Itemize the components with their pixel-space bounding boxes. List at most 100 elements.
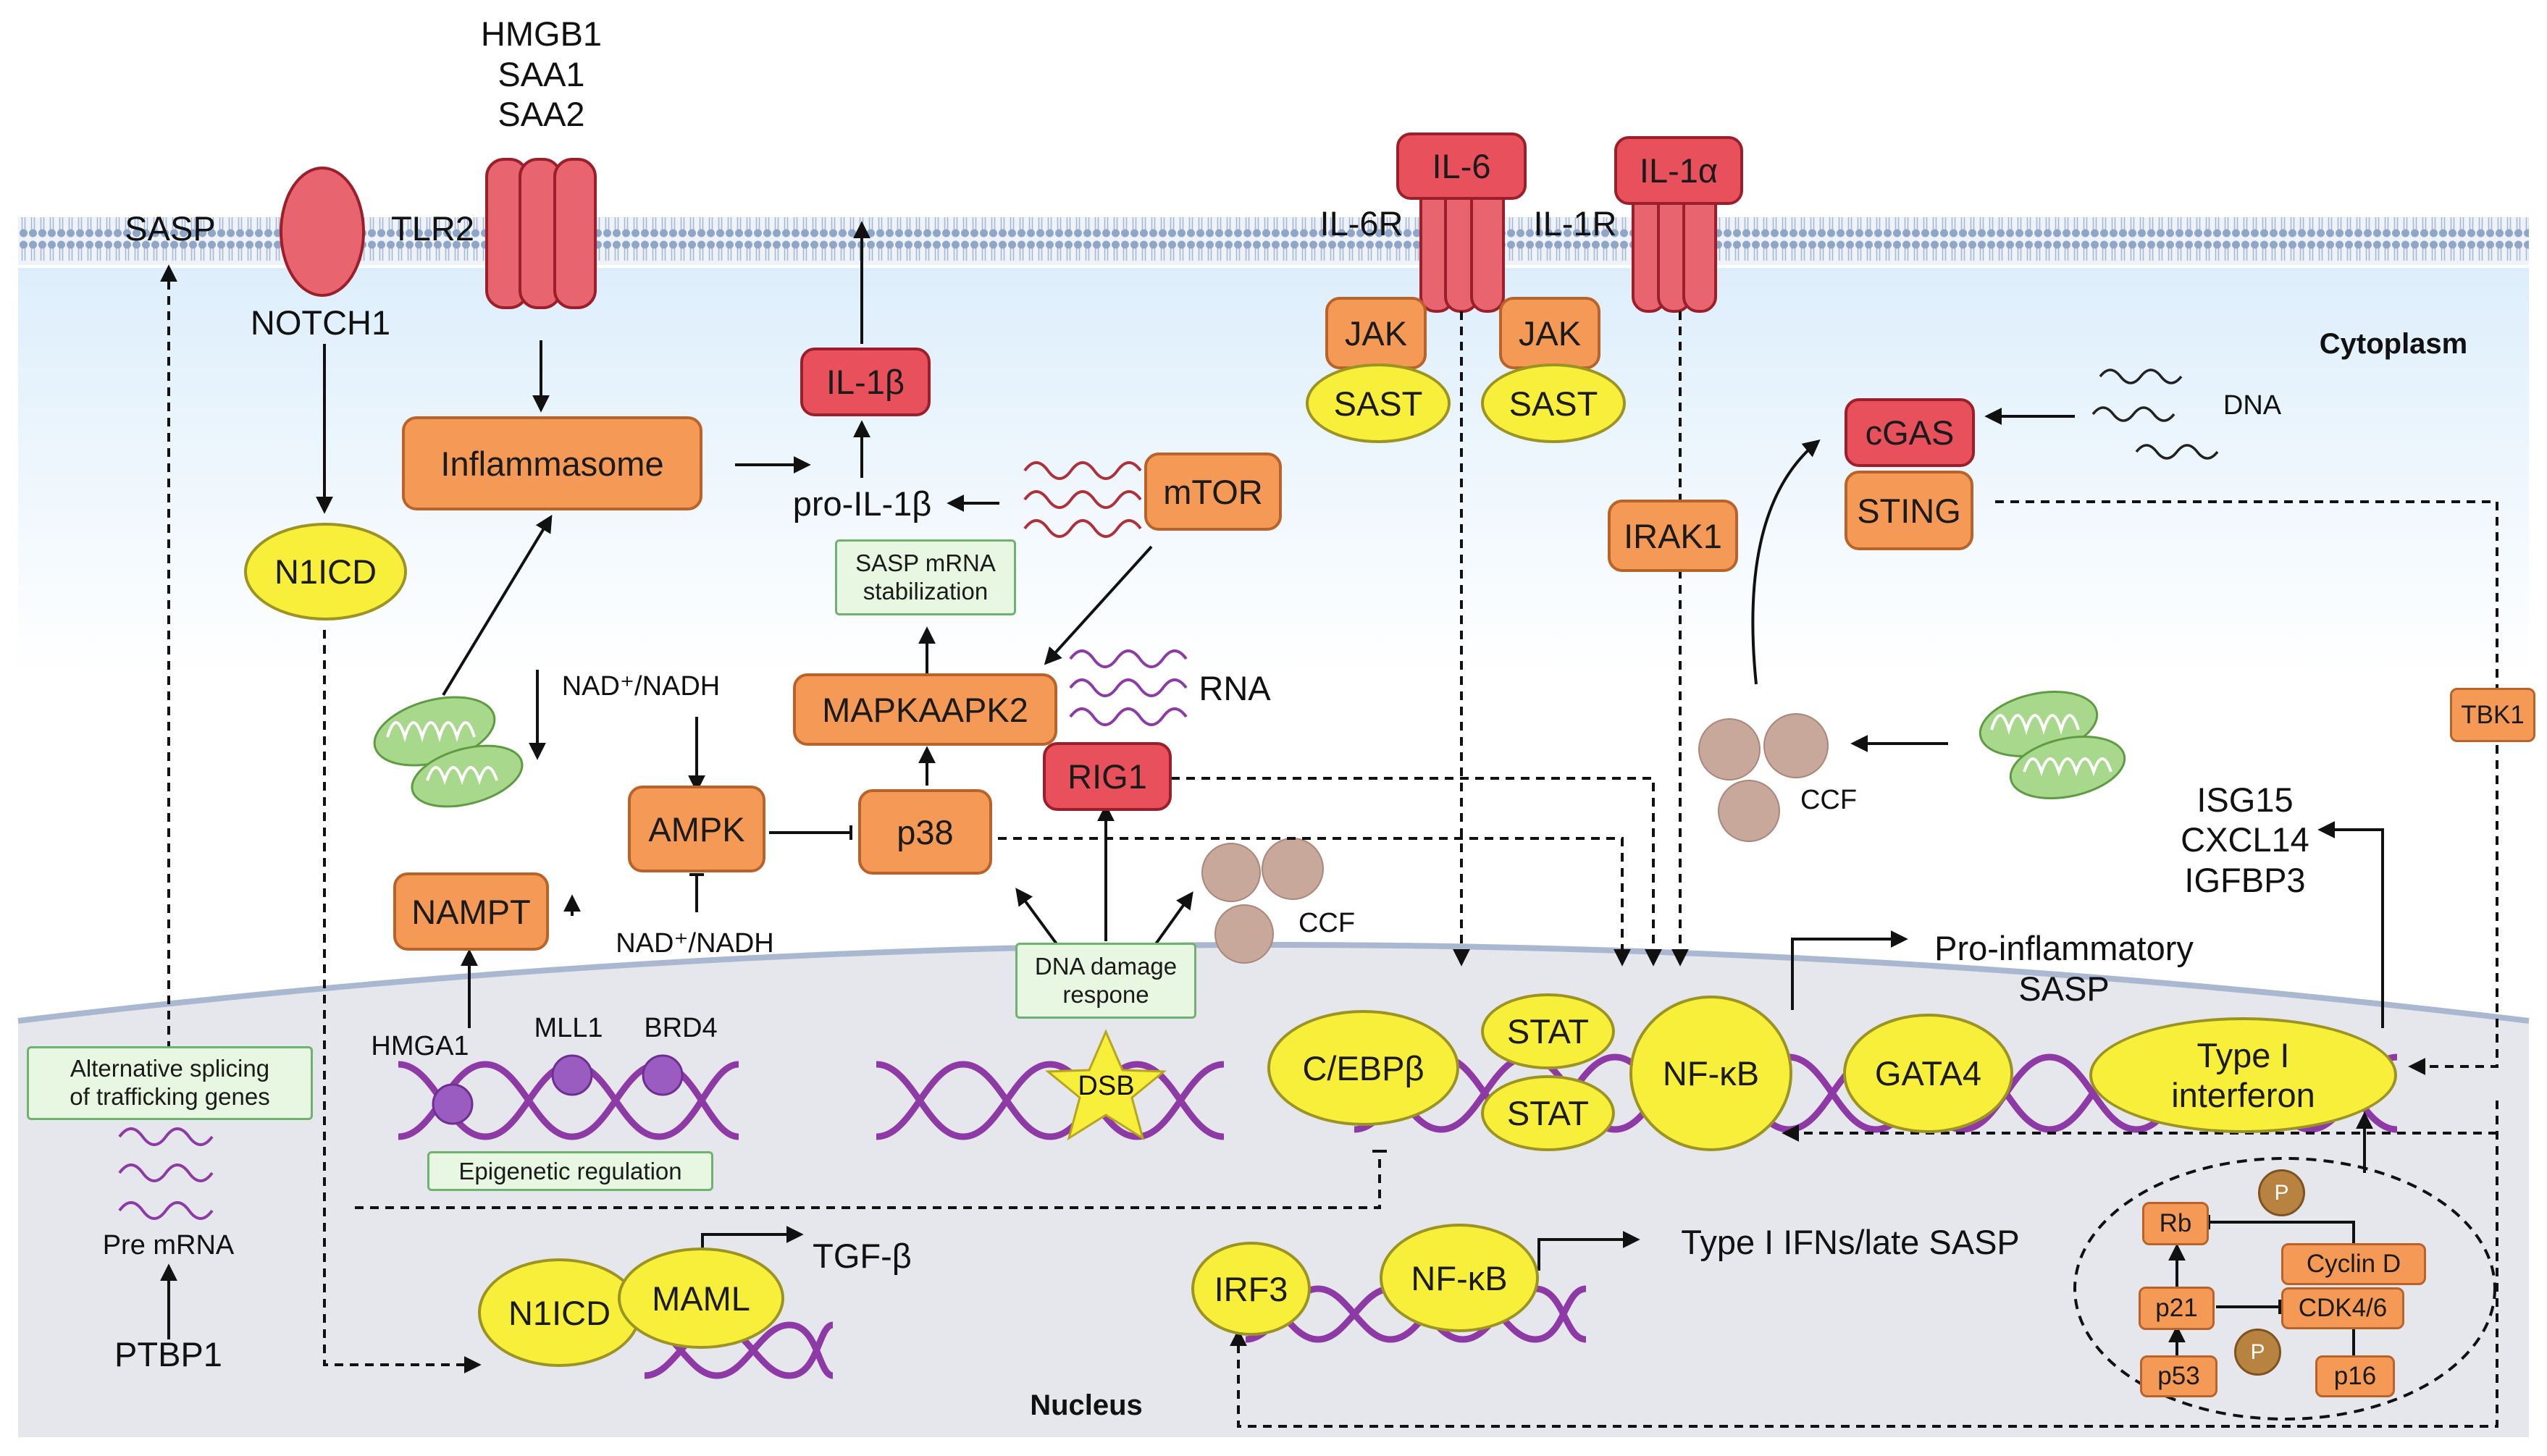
- n1icd-nucleus-node: N1ICD: [478, 1258, 641, 1367]
- il1r-label: IL-1R: [1533, 203, 1617, 243]
- cdk46-node: CDK4/6: [2281, 1287, 2404, 1329]
- il6-node: IL-6: [1396, 132, 1527, 200]
- mapkaapk2-node: MAPKAAPK2: [793, 673, 1057, 746]
- ccf-sphere-icon: [1698, 713, 1829, 842]
- stat-node-2: STAT: [1481, 1075, 1615, 1151]
- mtor-to-mapkaapk2-arrow: [1044, 545, 1153, 665]
- irak1-node: IRAK1: [1608, 500, 1738, 572]
- pro-il1b-label: pro-IL-1β: [792, 484, 932, 523]
- inflammasome-node: Inflammasome: [402, 416, 702, 510]
- il1b-node: IL-1β: [800, 348, 931, 416]
- rna-squiggle-icon: [2091, 369, 2219, 460]
- p38-to-nucleus-arrow: [998, 837, 1631, 967]
- pro-inflammatory-sasp-label: Pro-inflammatory SASP: [1934, 929, 2194, 1008]
- type1-interferon-node: Type I interferon: [2089, 1017, 2397, 1133]
- nampt-node: NAMPT: [393, 872, 549, 951]
- ccf-label-2: CCF: [1800, 784, 1858, 815]
- pre-mrna-label: Pre mRNA: [102, 1229, 235, 1261]
- mtor-node: mTOR: [1144, 453, 1282, 531]
- nad-nadh-lower-label: NAD⁺/NADH: [616, 928, 774, 959]
- irf3-node: IRF3: [1191, 1242, 1311, 1336]
- n1icd-cytoplasm-node: N1ICD: [244, 523, 407, 620]
- il1r-receptor-icon: [1632, 180, 1717, 313]
- inhibits-cebpb-line: [355, 1150, 1387, 1209]
- sasp-membrane-label: SASP: [125, 209, 216, 248]
- ccf-label-1: CCF: [1298, 907, 1356, 938]
- hmga1-label: HMGA1: [371, 1030, 469, 1061]
- cyclin-d-node: Cyclin D: [2281, 1243, 2426, 1285]
- nuclear-envelope: [17, 942, 2530, 1024]
- dna-label: DNA: [2223, 390, 2282, 421]
- cytoplasm-label: Cytoplasm: [2319, 327, 2468, 360]
- jak-node-2: JAK: [1499, 297, 1600, 369]
- histone-mark-icon: [432, 1054, 684, 1125]
- p21-node: p21: [2139, 1287, 2215, 1330]
- dna-damage-to-p38-arrow: [1015, 888, 1059, 946]
- notch1-receptor-icon: [280, 167, 365, 297]
- ptbp1-label: PTBP1: [114, 1334, 222, 1373]
- interferon-to-isg-arrow: [2317, 821, 2384, 1028]
- nucleus-label: Nucleus: [1030, 1389, 1143, 1421]
- dashed-arrows: [160, 264, 2498, 1428]
- tlr2-receptor-icon: [485, 158, 597, 309]
- ligand-list-label: HMGB1 SAA1 SAA2: [480, 14, 603, 134]
- isg-gene-list: ISG15 CXCL14 IGFBP3: [2181, 780, 2309, 899]
- nfkb-node-2: NF-κB: [1380, 1224, 1539, 1332]
- tbk1-node: TBK1: [2450, 688, 2535, 742]
- p38-node: p38: [858, 789, 992, 875]
- ampk-node: AMPK: [628, 786, 765, 872]
- ccf-to-cgas-arrow: [1751, 439, 1821, 685]
- il6r-receptor-icon: [1419, 180, 1505, 313]
- dna-helix-icon: [644, 1321, 834, 1379]
- phospho-badge-2: P: [2234, 1329, 2281, 1376]
- dna-damage-response-box: DNA damage respone: [1015, 943, 1196, 1019]
- phospho-badge-1: P: [2258, 1169, 2305, 1216]
- sast-node-1: SAST: [1306, 363, 1451, 443]
- type1-ifns-late-sasp-label: Type I IFNs/late SASP: [1681, 1222, 2020, 1261]
- rna-squiggle-icon: [118, 1127, 214, 1220]
- il1a-node: IL-1α: [1614, 136, 1743, 205]
- stat-node-1: STAT: [1481, 993, 1615, 1069]
- dsb-label: DSB: [1078, 1070, 1135, 1101]
- sting-node: STING: [1845, 471, 1973, 550]
- n1icd-to-nucleus-arrow: [323, 630, 482, 1373]
- p53-node: p53: [2140, 1355, 2217, 1397]
- plasma-membrane: [18, 217, 2529, 265]
- mitochondrion-icon: [1979, 691, 2126, 800]
- mll1-label: MLL1: [534, 1012, 603, 1043]
- rna-label: RNA: [1199, 668, 1271, 707]
- epigenetic-regulation-box: Epigenetic regulation: [427, 1151, 713, 1191]
- gata4-node: GATA4: [1843, 1014, 2013, 1133]
- il6r-label: IL-6R: [1319, 203, 1403, 243]
- brd4-label: BRD4: [644, 1012, 718, 1043]
- notch1-label: NOTCH1: [250, 303, 391, 342]
- jak-node-1: JAK: [1325, 297, 1427, 369]
- nfkb-to-type1-ifns-arrow: [1537, 1231, 1640, 1271]
- nfkb-node-1: NF-κB: [1629, 996, 1792, 1151]
- dna-helix-icon: [876, 1061, 1225, 1140]
- dsb-star-icon: [1044, 1029, 1167, 1141]
- solid-arrows: [160, 221, 2384, 1358]
- sting-to-interferon-arrow: [1995, 500, 2498, 1075]
- nad-nadh-upper-label: NAD⁺/NADH: [561, 671, 721, 702]
- cebpb-node: C/EBPβ: [1267, 1010, 1459, 1126]
- cgas-node: cGAS: [1845, 398, 1975, 467]
- tlr2-label: TLR2: [391, 209, 474, 248]
- tgfb-label: TGF-β: [813, 1236, 912, 1275]
- rig1-to-nucleus-arrow: [1171, 777, 1662, 967]
- sasp-mrna-stabilization-box: SASP mRNA stabilization: [835, 539, 1016, 615]
- nfkb-to-pro-inflammatory-arrow: [1791, 930, 1908, 1010]
- maml-node: MAML: [618, 1247, 784, 1349]
- mitochondrion-icon: [373, 696, 524, 808]
- rb-node: Rb: [2142, 1202, 2209, 1245]
- p16-node: p16: [2315, 1355, 2395, 1397]
- dna-damage-to-ccf-arrow: [1154, 891, 1193, 946]
- mitochondria-to-inflammasome-arrow: [442, 514, 553, 697]
- sast-node-2: SAST: [1481, 363, 1626, 443]
- alternative-splicing-box: Alternative splicing of trafficking gene…: [27, 1046, 313, 1120]
- rig1-node: RIG1: [1043, 742, 1172, 811]
- rna-squiggle-icon: [1023, 461, 1142, 538]
- cell-cycle-ellipse: [2073, 1157, 2496, 1421]
- sting-to-irf3-arrow: [1230, 1101, 2498, 1428]
